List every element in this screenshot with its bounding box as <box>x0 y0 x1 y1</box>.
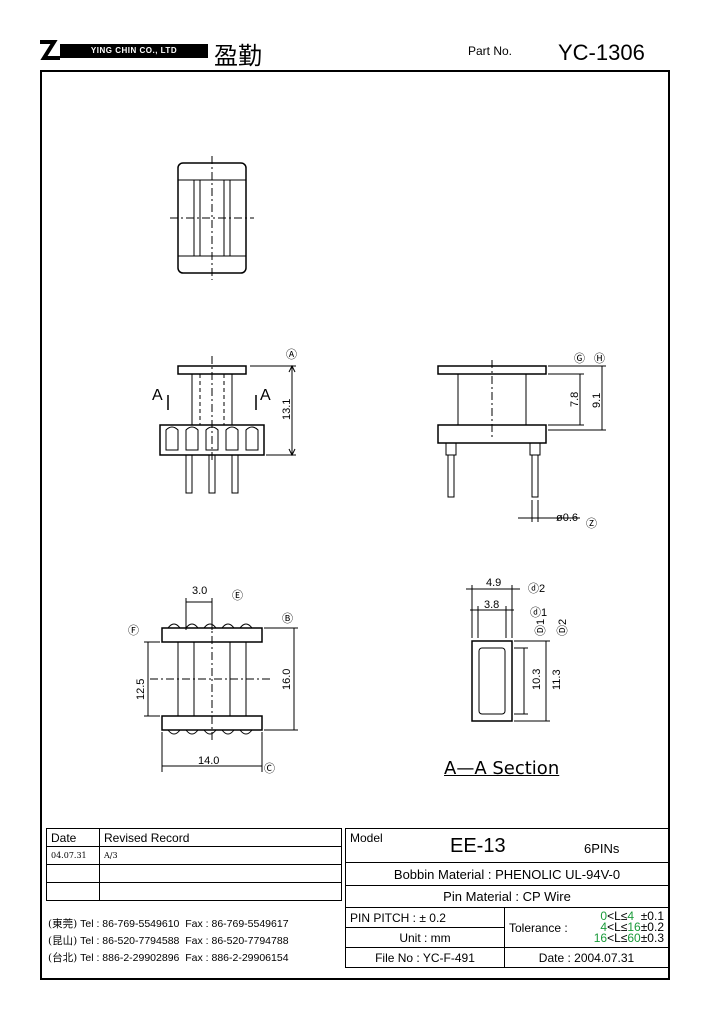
rev-record <box>99 882 342 901</box>
table-row: 04.07.31 A/3 <box>46 846 342 865</box>
dim-14-0: 14.0 <box>198 755 219 767</box>
pin-count: 6PINs <box>584 841 620 856</box>
dim-3-0: 3.0 <box>192 585 207 597</box>
cut-a-right: A <box>260 387 271 404</box>
pin-material-label: Pin Material : <box>443 889 520 904</box>
section-view <box>466 585 550 722</box>
model-value: EE-13 <box>450 835 506 857</box>
dim-9-1: 9.1 <box>591 393 603 408</box>
dim-d2: Ⓓ2 <box>556 619 569 636</box>
section-title: A—A Section <box>444 758 560 779</box>
dim-d1: Ⓓ1 <box>534 619 547 636</box>
dim-f: Ⓕ <box>128 624 139 637</box>
tolerance-values: 0<L≤4 ±0.1 4<L≤16±0.2 16<L≤60±0.3 <box>593 909 664 945</box>
top-view <box>170 156 254 280</box>
dim-c: Ⓒ <box>264 762 275 775</box>
dim-12-5: 12.5 <box>135 679 147 700</box>
rev-record: A/3 <box>99 846 342 865</box>
cut-a-left: A <box>152 387 163 404</box>
table-row <box>46 882 342 901</box>
pitch-label: PIN PITCH : <box>350 910 417 925</box>
contact-row: (昆山) Tel : 86-520-7794588 Fax : 86-520-7… <box>48 935 289 947</box>
contacts: (東莞) Tel : 86-769-5549610 Fax : 86-769-5… <box>48 916 289 967</box>
company-name-en: YING CHIN CO., LTD <box>60 44 208 58</box>
dim-a: Ⓐ <box>286 348 297 361</box>
unit-label: Unit : <box>399 930 428 945</box>
dim-g: Ⓖ <box>574 352 585 365</box>
part-no-label: Part No. <box>468 44 513 58</box>
rev-col-record: Revised Record <box>99 828 342 847</box>
side-view <box>437 360 606 522</box>
dim-10-3: 10.3 <box>531 669 543 690</box>
contact-row: (台北) Tel : 886-2-29902896 Fax : 886-2-29… <box>48 952 289 964</box>
dim-4-9: 4.9 <box>486 577 501 589</box>
drawing-sheet <box>40 70 670 980</box>
rev-col-date: Date <box>46 828 100 847</box>
bottom-view <box>144 598 298 772</box>
dim-h: Ⓗ <box>594 352 605 365</box>
company-name-cn: 盈勤 <box>214 42 262 70</box>
dim-0-6: ø0.6 <box>556 512 578 524</box>
bobbin-label: Bobbin Material : <box>393 866 492 882</box>
dim-d1-small: ⓓ1 <box>530 606 547 619</box>
dim-d2-small: ⓓ2 <box>528 582 545 595</box>
dim-7-8: 7.8 <box>569 392 581 407</box>
date-value: 2004.07.31 <box>574 950 635 965</box>
dim-16-0: 16.0 <box>281 669 293 690</box>
dim-13-1: 13.1 <box>281 399 293 420</box>
part-no: YC-1306 <box>558 40 645 65</box>
file-label: File No : <box>375 950 420 965</box>
contact-row: (東莞) Tel : 86-769-5549610 Fax : 86-769-5… <box>48 918 289 930</box>
front-view <box>159 356 296 494</box>
pin-material-value: CP Wire <box>522 889 571 904</box>
dim-b: Ⓑ <box>282 612 293 625</box>
date-label: Date : <box>538 950 571 965</box>
dim-11-3: 11.3 <box>551 669 563 690</box>
spec-table: Model EE-13 6PINs Bobbin Material : PHEN… <box>345 828 669 968</box>
bobbin-value: PHENOLIC UL-94V-0 <box>495 866 621 882</box>
dim-e: Ⓔ <box>232 589 243 602</box>
company-logo-icon <box>40 40 62 60</box>
tolerance-label: Tolerance : <box>509 920 568 935</box>
rev-date: 04.07.31 <box>46 846 100 865</box>
model-label: Model <box>350 831 383 845</box>
dim-z: Ⓩ <box>586 517 597 530</box>
revision-table: Date Revised Record 04.07.31 A/3 <box>46 828 342 901</box>
file-value: YC-F-491 <box>422 950 475 965</box>
unit-value: mm <box>430 930 451 945</box>
rev-date <box>46 864 100 883</box>
dim-3-8: 3.8 <box>484 599 499 611</box>
rev-date <box>46 882 100 901</box>
table-row <box>46 864 342 883</box>
pitch-value: ± 0.2 <box>419 910 446 925</box>
rev-record <box>99 864 342 883</box>
